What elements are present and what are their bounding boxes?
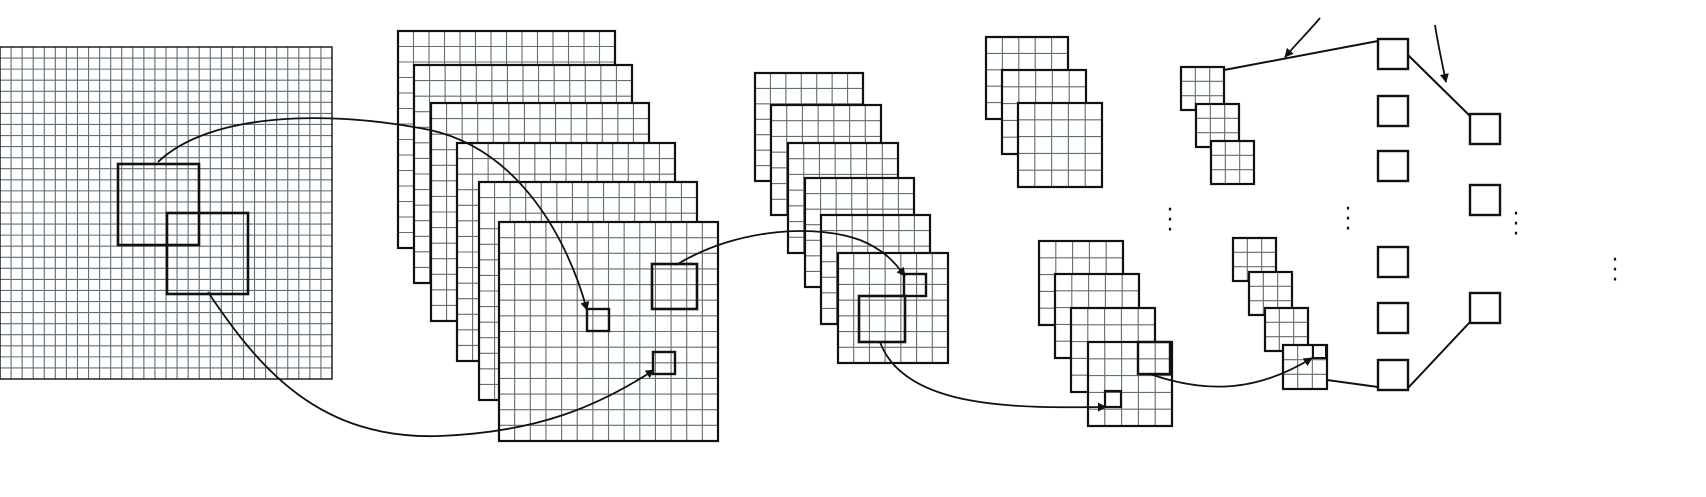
input-receptive-field-1: [116, 162, 201, 247]
pool2-bottom-map-2-gridlines: [1249, 272, 1292, 315]
conv1-feature-map-6-border: [497, 220, 720, 443]
connection-pool2-to-dense1-top: [1223, 40, 1379, 71]
pool2-bottom-map-3: [1263, 306, 1310, 353]
dense2-neuron-1: [1468, 112, 1502, 146]
conv2-bottom-map-4-gridlines: [1088, 342, 1172, 426]
pool1-feature-map-6: [836, 251, 950, 365]
ellipsis-dense-column-2: · · ·: [1611, 248, 1619, 293]
pool2-top-map-3-border: [1209, 139, 1256, 186]
conv2-output-unit: [1103, 389, 1123, 409]
conv1-output-unit-2: [651, 350, 677, 376]
pool2-output-unit: [1312, 344, 1327, 359]
connection-dense1-to-dense2-bottom: [1407, 321, 1471, 389]
conv2-bottom-map-4-border: [1086, 340, 1174, 428]
pool2-top-map-3: [1209, 139, 1256, 186]
arrow-incoming-top-right: [1434, 24, 1449, 83]
pool1-receptive-field: [857, 294, 907, 344]
arrow-pool1-to-conv2: [879, 341, 1107, 412]
conv1-pooling-window: [650, 262, 699, 311]
pool2-bottom-map-1-gridlines: [1233, 238, 1276, 281]
pool2-top-map-1-gridlines: [1181, 67, 1224, 110]
connection-dense1-to-dense2-top: [1407, 54, 1471, 117]
pool2-bottom-map-3-bg: [1265, 308, 1308, 351]
arrow-input-to-conv1-unit-2: [207, 291, 655, 437]
ellipsis-dense-column-1: · · ·: [1512, 202, 1520, 247]
arrow-conv1-to-pool1: [675, 230, 906, 277]
conv1-output-unit-1: [585, 307, 611, 333]
conv2-top-map-3-gridlines: [1018, 103, 1102, 187]
dense1-neuron-6: [1376, 358, 1410, 392]
pool2-bottom-map-4-border: [1281, 343, 1329, 391]
conv2-pooling-window: [1136, 340, 1172, 376]
arrow-incoming-top-left: [1284, 17, 1321, 58]
input-receptive-field-2: [165, 211, 250, 296]
conv2-top-map-3-bg: [1018, 103, 1102, 187]
conv2-top-map-3-border: [1016, 101, 1104, 189]
arrow-conv2-to-pool2: [1149, 357, 1313, 388]
ellipsis-stack-4: · · ·: [1166, 198, 1174, 243]
pool1-feature-map-6-gridlines: [838, 253, 948, 363]
conv2-bottom-map-4-bg: [1088, 342, 1172, 426]
pool2-bottom-map-4: [1281, 343, 1329, 391]
ellipsis-stack-5: · · ·: [1344, 197, 1352, 242]
dense2-neuron-2: [1468, 183, 1502, 217]
dense1-neuron-1: [1376, 37, 1410, 71]
dense1-neuron-3: [1376, 149, 1410, 183]
dense2-neuron-3: [1468, 291, 1502, 325]
pool2-top-map-1-bg: [1181, 67, 1224, 110]
dense1-neuron-2: [1376, 94, 1410, 128]
pool2-top-map-2-gridlines: [1196, 104, 1239, 147]
pool2-top-map-3-bg: [1211, 141, 1254, 184]
conv2-bottom-map-4: [1086, 340, 1174, 428]
pool1-feature-map-6-bg: [838, 253, 948, 363]
dense1-neuron-4: [1376, 245, 1410, 279]
pool2-top-map-3-gridlines: [1211, 141, 1254, 184]
pool2-bottom-map-4-bg: [1283, 345, 1327, 389]
connection-pool2-to-dense1-bottom: [1326, 379, 1379, 388]
arrow-input-to-conv1-unit-1: [157, 117, 590, 311]
pool2-top-map-2-bg: [1196, 104, 1239, 147]
input-image-border: [0, 46, 333, 380]
conv2-top-map-3: [1016, 101, 1104, 189]
pool1-output-unit: [902, 272, 928, 298]
dense1-neuron-5: [1376, 301, 1410, 335]
pool2-bottom-map-3-gridlines: [1265, 308, 1308, 351]
